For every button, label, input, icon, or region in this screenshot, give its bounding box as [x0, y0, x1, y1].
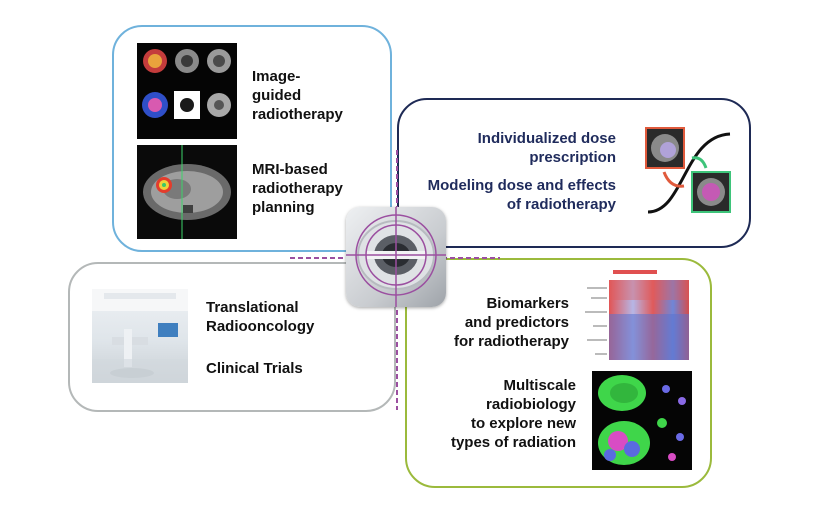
dose-prescription-label: Individualized dose prescription — [477, 130, 616, 166]
biomarkers-label: Biomarkers and predictors for radiothera… — [453, 295, 569, 350]
radiobiology-label: Multiscale radiobiology to explore new t… — [450, 377, 576, 451]
linac-machine-image — [346, 207, 446, 307]
clinical-trials-label: Clinical Trials — [206, 360, 303, 377]
dose-response-curve-image — [644, 126, 734, 218]
dose-modeling-label: Modeling dose and effects of radiotherap… — [427, 177, 616, 213]
mri-planning-label: MRI-based radiotherapy planning — [252, 161, 343, 216]
ct-scan-grid-image — [137, 43, 237, 139]
mri-abdomen-image — [137, 145, 237, 239]
treatment-room-photo — [92, 289, 188, 383]
gene-expression-heatmap-image — [583, 268, 691, 363]
translational-label: Translational Radiooncology — [206, 299, 315, 335]
image-guided-label: Image- guided radiotherapy — [252, 68, 343, 123]
fluorescence-cell-image — [592, 371, 692, 470]
